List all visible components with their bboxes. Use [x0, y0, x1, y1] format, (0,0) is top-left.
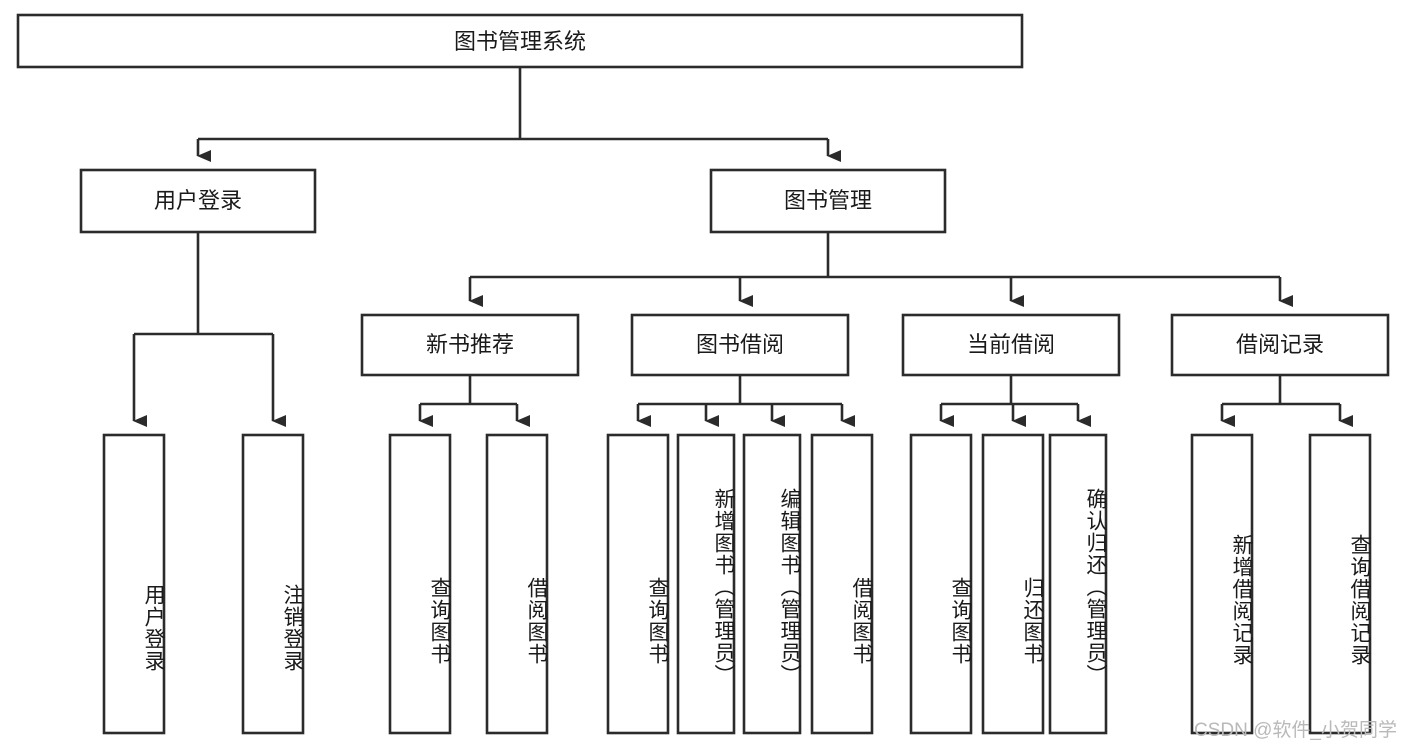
node-new-book-rec-box[interactable]: [360, 313, 580, 377]
node-leaf-user-login-box[interactable]: [102, 433, 166, 735]
node-root-label: 图书管理系统: [454, 29, 586, 54]
connector-group-borrow-record: [1220, 375, 1353, 427]
node-user-login-box[interactable]: [79, 168, 317, 234]
connector-group-book-manage: [468, 232, 1293, 307]
node-leaf-add-book-box[interactable]: [676, 433, 736, 735]
node-leaf-query-book-2-box[interactable]: [606, 433, 670, 735]
node-book-borrow-box[interactable]: [630, 313, 850, 377]
node-root[interactable]: 图书管理系统: [16, 13, 1024, 69]
node-leaf-borrow-book-2-box[interactable]: [810, 433, 874, 735]
connector-group-current-borrow: [939, 375, 1091, 427]
node-borrow-record-box[interactable]: [1170, 313, 1390, 377]
connector-group-user-login: [132, 232, 286, 427]
node-root-box[interactable]: [16, 13, 1024, 69]
connector-group-new-book-rec: [418, 375, 530, 427]
connector-group-root: [196, 67, 841, 162]
node-new-book-rec[interactable]: 新书推荐: [360, 313, 580, 377]
node-leaf-logout-box[interactable]: [241, 433, 305, 735]
node-new-book-rec-label: 新书推荐: [426, 332, 514, 357]
node-book-manage-label: 图书管理: [784, 188, 872, 213]
node-book-borrow[interactable]: 图书借阅: [630, 313, 850, 377]
node-book-borrow-label: 图书借阅: [696, 332, 784, 357]
node-borrow-record-label: 借阅记录: [1236, 332, 1324, 357]
node-book-manage[interactable]: 图书管理: [709, 168, 947, 234]
node-leaf-query-book-3-box[interactable]: [909, 433, 973, 735]
node-leaf-add-record-box[interactable]: [1190, 433, 1254, 735]
csdn-watermark: CSDN @软件_小贺同学: [1194, 720, 1397, 741]
node-leaf-confirm-return-box[interactable]: [1048, 433, 1108, 735]
node-user-login-label: 用户登录: [154, 188, 242, 213]
node-borrow-record[interactable]: 借阅记录: [1170, 313, 1390, 377]
node-leaf-borrow-book-1-box[interactable]: [485, 433, 549, 735]
connector-group-book-borrow: [636, 375, 855, 427]
node-user-login[interactable]: 用户登录: [79, 168, 317, 234]
node-leaf-edit-book-box[interactable]: [742, 433, 802, 735]
node-leaf-query-record-box[interactable]: [1308, 433, 1372, 735]
node-book-manage-box[interactable]: [709, 168, 947, 234]
node-leaf-return-book-box[interactable]: [981, 433, 1045, 735]
node-current-borrow[interactable]: 当前借阅: [901, 313, 1121, 377]
node-current-borrow-label: 当前借阅: [967, 332, 1055, 357]
node-current-borrow-box[interactable]: [901, 313, 1121, 377]
node-leaf-query-book-1-box[interactable]: [388, 433, 452, 735]
